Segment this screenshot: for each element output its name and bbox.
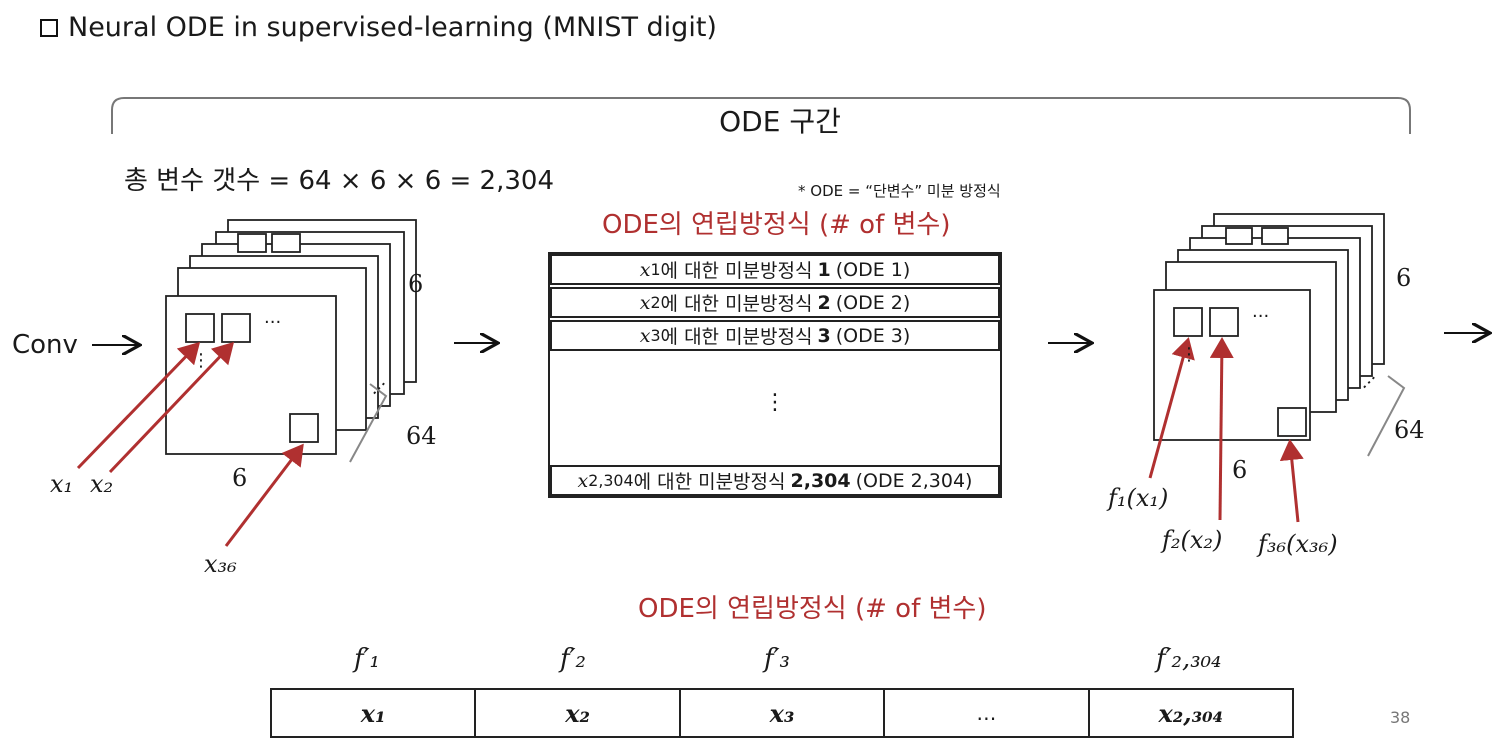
- fprime-2304: f′₂,₃₀₄: [1156, 644, 1222, 674]
- page-number: 38: [1390, 708, 1411, 727]
- left-depth-bracket: [349, 383, 388, 463]
- right-dim-bottom: 6: [1232, 456, 1248, 484]
- fprime-3: f′₃: [764, 644, 790, 674]
- vector-cell-ellipsis: …: [885, 690, 1090, 736]
- left-label-x36: x₃₆: [204, 550, 237, 578]
- right-red-arrows: [1148, 337, 1304, 523]
- vector-cell-x2304: x₂,₃₀₄: [1158, 698, 1224, 728]
- slide-title-text: Neural ODE in supervised-learning (MNIST…: [68, 12, 717, 43]
- right-label-f1: f₁(x₁): [1108, 484, 1169, 512]
- right-cells: [1173, 307, 1307, 437]
- left-feature-stack: [165, 219, 417, 455]
- left-dim-depth: 64: [406, 422, 437, 450]
- conv-label: Conv: [12, 330, 78, 360]
- right-dim-depth: 64: [1394, 416, 1425, 444]
- left-cell-dots-h: ···: [264, 312, 282, 333]
- vector-cell-x2: x₂: [476, 690, 681, 736]
- equations-ellipsis: ⋮: [764, 390, 786, 415]
- system-title-bottom: ODE의 연립방정식 (# of 변수): [638, 594, 987, 624]
- slide-title: Neural ODE in supervised-learning (MNIST…: [40, 12, 717, 43]
- left-dim-bottom: 6: [232, 464, 248, 492]
- right-depth-bracket: [1367, 375, 1406, 457]
- variable-vector-table: x₁ x₂ x₃ … x₂,₃₀₄: [270, 688, 1294, 738]
- vector-cell-x3: x₃: [681, 690, 886, 736]
- right-cell-dots-h: ···: [1252, 306, 1270, 327]
- fprime-1: f′₁: [354, 644, 380, 674]
- left-label-x2: x₂: [90, 470, 114, 498]
- ode-section-bracket: [111, 97, 1411, 134]
- vector-cell-x1: x₁: [272, 690, 477, 736]
- system-title-top: ODE의 연립방정식 (# of 변수): [602, 210, 951, 240]
- left-red-arrows: [76, 341, 304, 547]
- fprime-2: f′₂: [560, 644, 586, 674]
- right-label-f36: f₃₆(x₃₆): [1258, 530, 1338, 558]
- right-label-f2: f₂(x₂): [1162, 526, 1223, 554]
- total-variables: 총 변수 갯수 = 64 × 6 × 6 = 2,304: [124, 166, 554, 196]
- right-dim-side: 6: [1396, 264, 1412, 292]
- ode-note: * ODE = “단변수” 미분 방정식: [798, 182, 1001, 200]
- left-cells: [185, 313, 319, 443]
- left-cell-dots-v: ⋮: [192, 350, 210, 371]
- left-top-cells: [237, 233, 301, 253]
- ode-section-label: ODE 구간: [719, 105, 841, 138]
- right-top-cells: [1225, 227, 1289, 245]
- left-label-x1: x₁: [50, 470, 74, 498]
- left-dim-side: 6: [408, 270, 424, 298]
- checkbox-bullet-icon: [40, 18, 58, 37]
- right-cell-dots-v: ⋮: [1180, 344, 1198, 365]
